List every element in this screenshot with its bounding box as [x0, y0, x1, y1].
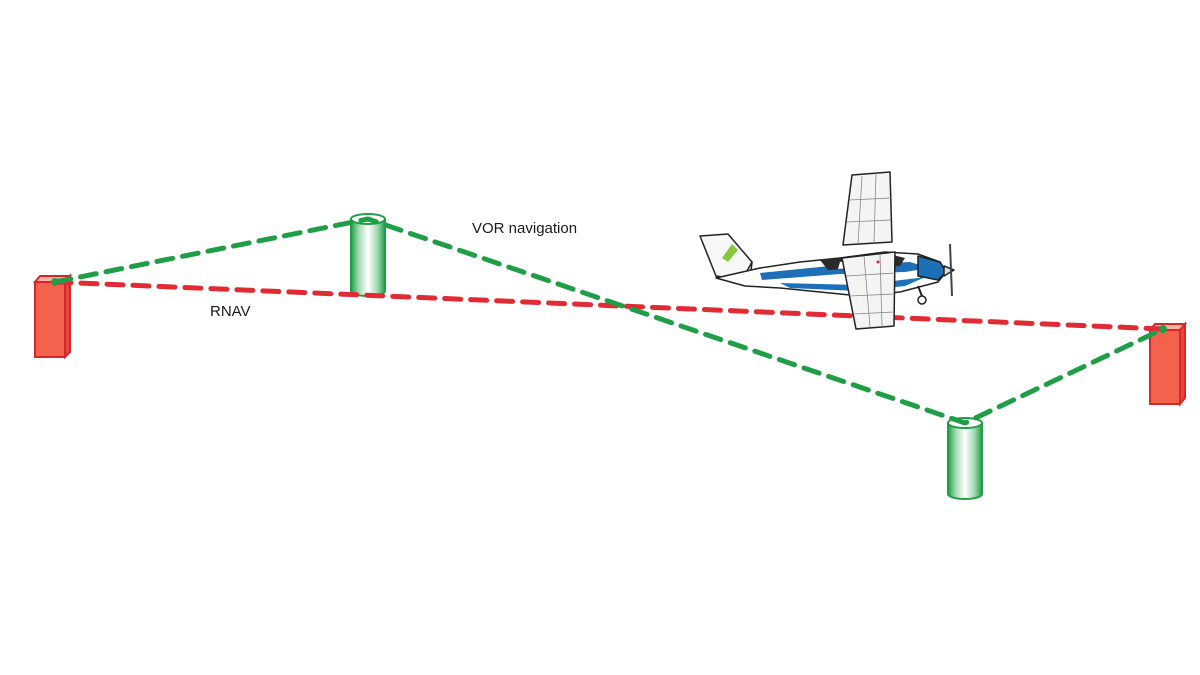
rnav-label: RNAV — [210, 303, 251, 320]
rnav-route — [52, 279, 1166, 332]
route-start-dot — [51, 278, 59, 286]
rnav-waypoint-right — [1147, 321, 1188, 407]
route-end-dot — [1159, 325, 1167, 333]
vor-route — [52, 216, 1166, 426]
airplane-icon — [699, 171, 955, 330]
vor-navigation-label: VOR navigation — [472, 220, 577, 237]
vor-station-1 — [350, 213, 386, 297]
rnav-waypoint-left — [32, 273, 73, 360]
vor-station-2 — [947, 417, 983, 500]
